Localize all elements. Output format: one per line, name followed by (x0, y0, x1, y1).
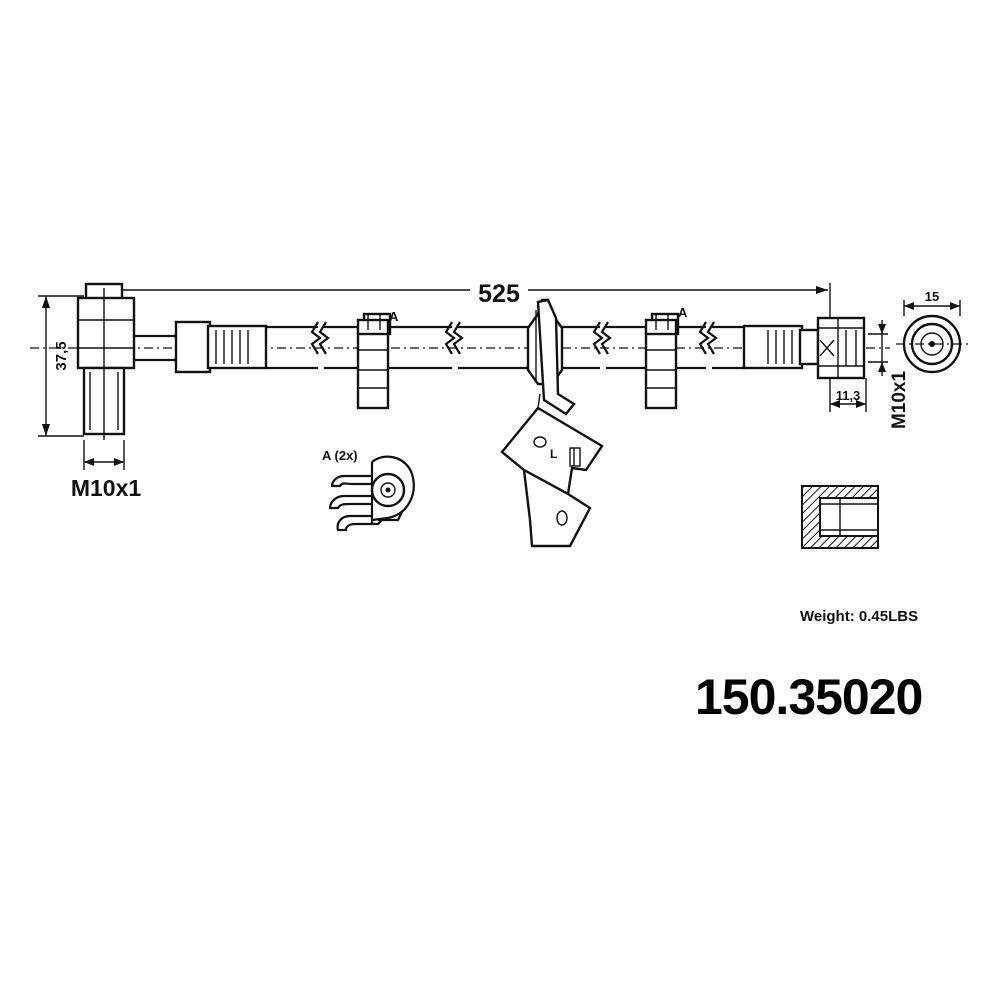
bracket-detail: L (500, 298, 604, 548)
left-thread-dimension: M10x1 (71, 440, 142, 501)
height-dimension: 37,5 (38, 295, 84, 437)
length-dimension: 525 (103, 280, 831, 320)
right-thread-label: M10x1 (889, 371, 910, 430)
left-thread-label: M10x1 (71, 475, 142, 501)
clip-callout: A (2x) (322, 448, 358, 463)
height-label: 37,5 (53, 341, 70, 370)
part-number: 150.35020 (695, 669, 923, 725)
fitting-length-label: 11,3 (836, 388, 861, 403)
nut-width-label: 15 (925, 289, 939, 304)
right-female-fitting (816, 316, 866, 380)
hose-clip-1: A (356, 309, 399, 410)
nut-end-view: 15 (896, 289, 968, 374)
left-banjo-fitting (76, 282, 136, 440)
weight-label: Weight: 0.45LBS (800, 608, 919, 625)
right-thread-dimension: M10x1 (868, 320, 910, 429)
bracket-marker: L (550, 447, 557, 461)
clip-detail: A (2x) (322, 448, 415, 532)
left-tube (134, 334, 178, 362)
left-crimp-ferrule (174, 320, 268, 374)
length-label: 525 (478, 280, 520, 308)
port-section-detail (801, 485, 879, 549)
clip-2-marker: A (678, 305, 688, 320)
clip-1-marker: A (389, 309, 399, 324)
fitting-length-dimension: 11,3 (829, 378, 867, 412)
hose-clip-2: A (644, 305, 688, 410)
right-crimp-ferrule (742, 324, 820, 370)
